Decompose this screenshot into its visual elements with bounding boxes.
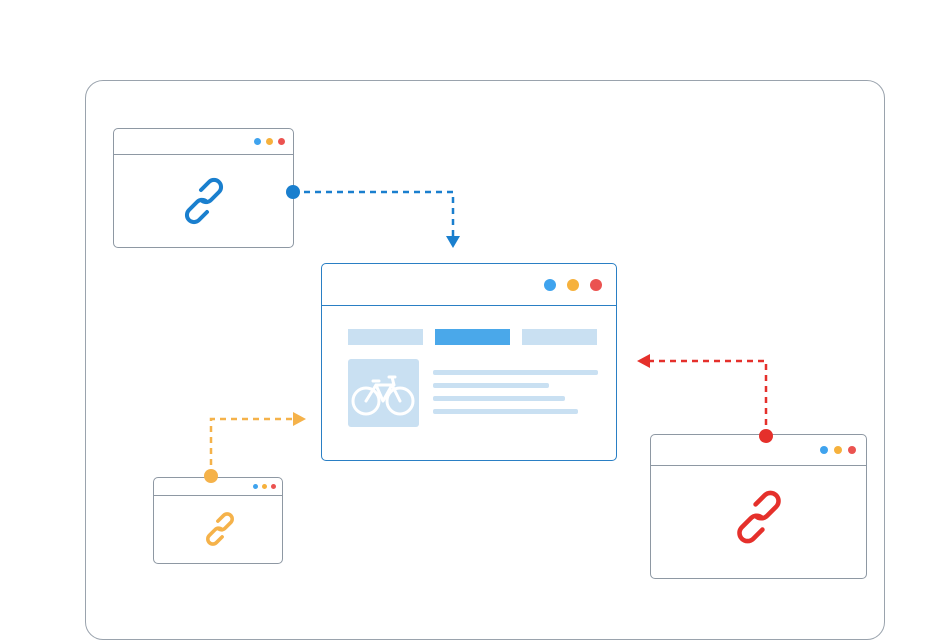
text-line xyxy=(433,409,578,414)
window-titlebar xyxy=(322,264,616,306)
connector-orange xyxy=(204,412,306,483)
connector-red xyxy=(637,354,773,443)
window-target-page xyxy=(321,263,617,461)
window-dot-blue xyxy=(820,446,828,454)
nav-tab-active xyxy=(435,329,510,345)
window-source-blue xyxy=(113,128,294,248)
bicycle-icon xyxy=(351,375,415,416)
window-dot-red xyxy=(278,138,285,145)
text-line xyxy=(433,396,565,401)
link-icon xyxy=(737,490,781,544)
window-source-red xyxy=(650,434,867,579)
image-placeholder xyxy=(348,359,419,427)
window-dot-red xyxy=(590,278,602,291)
nav-tab xyxy=(348,329,423,345)
window-dot-orange xyxy=(567,278,579,291)
window-titlebar xyxy=(154,478,282,496)
text-line xyxy=(433,383,549,388)
window-dot-blue xyxy=(254,138,261,145)
window-titlebar xyxy=(114,129,293,155)
window-dot-red xyxy=(848,446,856,454)
link-icon xyxy=(206,512,234,546)
link-icon xyxy=(184,177,224,225)
window-dot-orange xyxy=(834,446,842,454)
connector-layer xyxy=(204,185,773,483)
window-dot-red xyxy=(271,484,276,489)
window-dot-blue xyxy=(544,278,556,291)
window-titlebar xyxy=(651,435,866,466)
connector-blue xyxy=(286,185,460,248)
window-source-orange xyxy=(153,477,283,564)
nav-tab xyxy=(522,329,597,345)
window-dot-orange xyxy=(262,484,267,489)
window-dot-orange xyxy=(266,138,273,145)
text-line xyxy=(433,370,598,375)
window-dot-blue xyxy=(253,484,258,489)
